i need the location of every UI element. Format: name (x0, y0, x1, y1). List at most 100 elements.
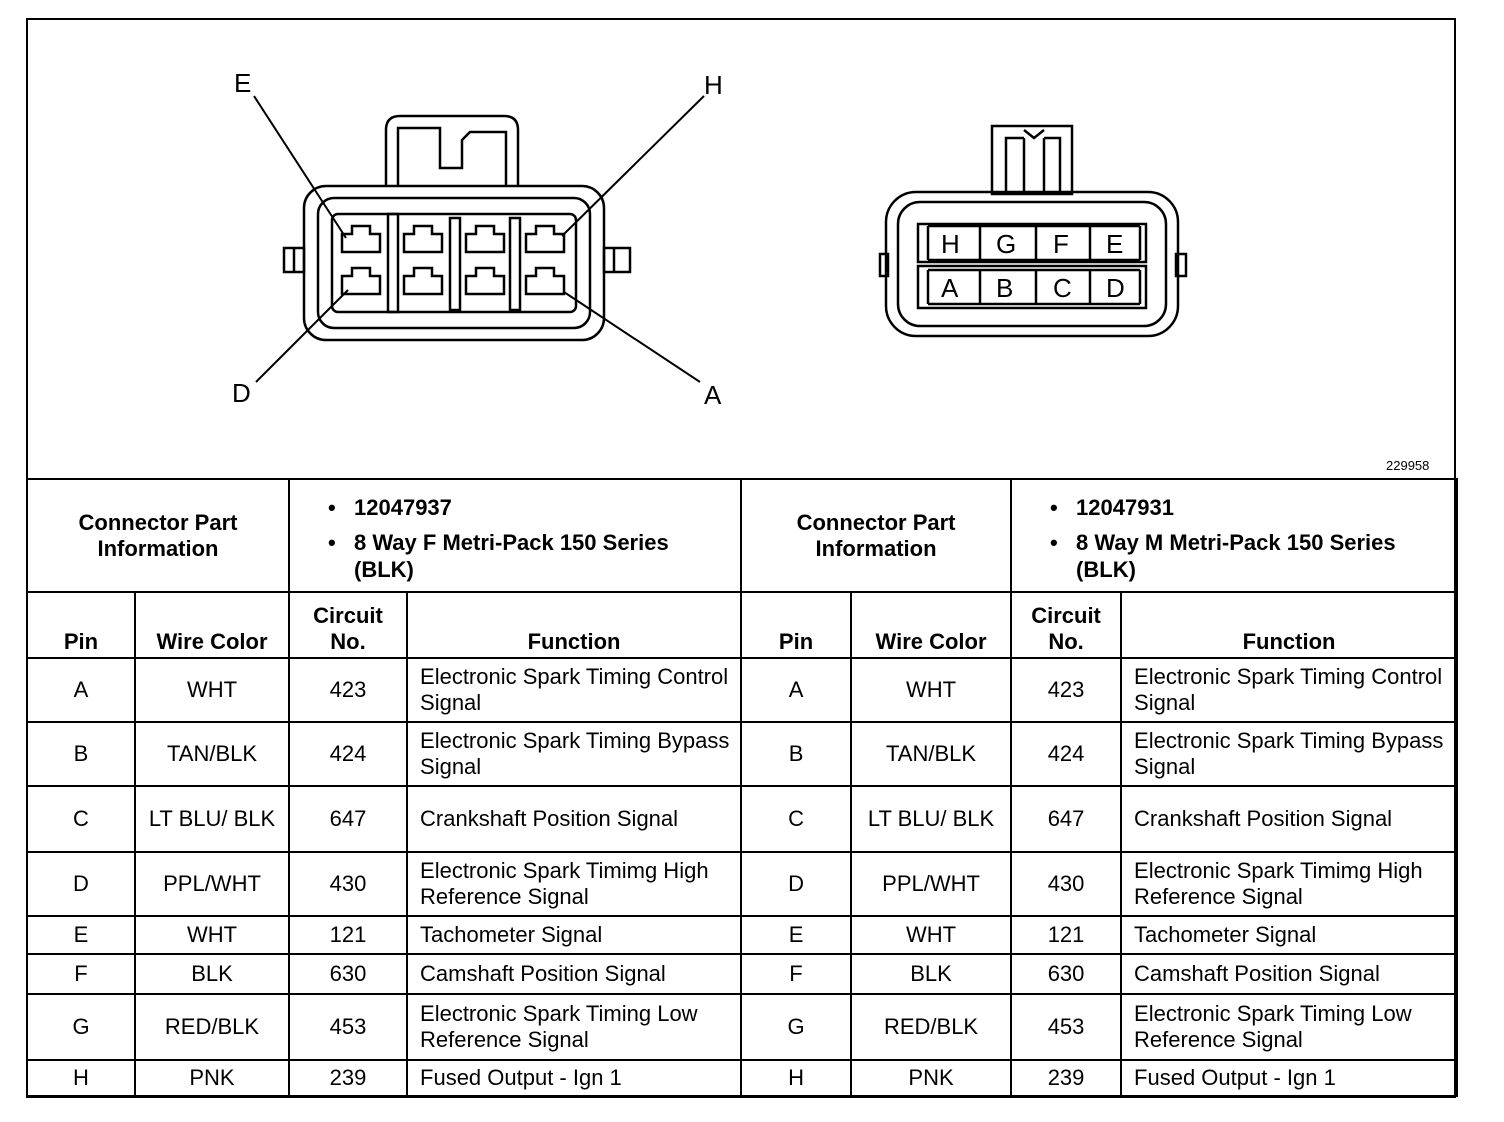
pin-cell: E (740, 915, 853, 955)
function-cell: Camshaft Position Signal (1120, 953, 1459, 995)
col-header-function-left: Function (406, 591, 743, 659)
wire-color-cell: WHT (850, 657, 1013, 723)
col-header-circuit-left: Circuit No. (288, 591, 409, 659)
male-slot-a: A (941, 273, 959, 303)
connector-info-left: •12047937 •8 Way F Metri-Pack 150 Series… (288, 478, 743, 593)
wire-color-cell: RED/BLK (133, 993, 291, 1061)
callout-e: E (234, 68, 251, 98)
circuit-cell: 430 (1010, 851, 1123, 917)
circuit-cell: 121 (288, 915, 409, 955)
connector-drawing: E H D A (0, 0, 1504, 480)
circuit-cell: 239 (288, 1059, 409, 1097)
wire-color-cell: RED/BLK (850, 993, 1013, 1061)
circuit-cell: 424 (288, 721, 409, 787)
function-cell: Electronic Spark Timing Control Signal (406, 657, 743, 723)
pin-cell: G (740, 993, 853, 1061)
wire-color-cell: BLK (133, 953, 291, 995)
figure-number: 229958 (1386, 458, 1429, 473)
wire-color-cell: WHT (850, 915, 1013, 955)
wire-color-cell: LT BLU/ BLK (133, 785, 291, 853)
circuit-cell: 424 (1010, 721, 1123, 787)
leader-lines (253, 95, 705, 383)
column-header-row: Pin Wire Color Circuit No. Function Pin … (26, 591, 1459, 659)
wire-color-cell: PNK (850, 1059, 1013, 1097)
wire-color-cell: LT BLU/ BLK (850, 785, 1013, 853)
function-cell: Fused Output - Ign 1 (406, 1059, 743, 1097)
male-slot-c: C (1053, 273, 1072, 303)
connector-description-right: •8 Way M Metri-Pack 150 Series (BLK) (1050, 530, 1396, 582)
wire-color-cell: WHT (133, 657, 291, 723)
female-connector (282, 114, 632, 342)
pin-cell: D (26, 851, 136, 917)
wire-color-cell: PNK (133, 1059, 291, 1097)
connector-part-number-right: •12047931 (1050, 495, 1174, 520)
callout-h: H (704, 70, 723, 100)
col-header-function-right: Function (1120, 591, 1459, 659)
circuit-cell: 453 (288, 993, 409, 1061)
col-header-pin-right: Pin (740, 591, 853, 659)
male-slot-g: G (996, 229, 1016, 259)
male-slot-f: F (1053, 229, 1069, 259)
male-slot-d: D (1106, 273, 1125, 303)
pin-cell: A (740, 657, 853, 723)
male-slot-e: E (1106, 229, 1123, 259)
wire-color-cell: PPL/WHT (133, 851, 291, 917)
circuit-cell: 453 (1010, 993, 1123, 1061)
function-cell: Electronic Spark Timing Bypass Signal (406, 721, 743, 787)
circuit-cell: 430 (288, 851, 409, 917)
function-cell: Fused Output - Ign 1 (1120, 1059, 1459, 1097)
function-cell: Electronic Spark Timing Low Reference Si… (406, 993, 743, 1061)
pin-cell: H (26, 1059, 136, 1097)
male-slot-b: B (996, 273, 1013, 303)
function-cell: Tachometer Signal (1120, 915, 1459, 955)
wire-color-cell: TAN/BLK (133, 721, 291, 787)
function-cell: Camshaft Position Signal (406, 953, 743, 995)
circuit-cell: 630 (1010, 953, 1123, 995)
pin-cell: H (740, 1059, 853, 1097)
pin-cell: B (740, 721, 853, 787)
pin-cell: G (26, 993, 136, 1061)
connector-info-label-left: Connector Part Information (25, 478, 291, 593)
callout-a: A (704, 380, 722, 410)
function-cell: Electronic Spark Timimg High Reference S… (406, 851, 743, 917)
pin-cell: F (740, 953, 853, 995)
circuit-cell: 121 (1010, 915, 1123, 955)
function-cell: Crankshaft Position Signal (406, 785, 743, 853)
function-cell: Tachometer Signal (406, 915, 743, 955)
male-slot-h: H (941, 229, 960, 259)
circuit-cell: 423 (288, 657, 409, 723)
function-cell: Electronic Spark Timing Control Signal (1120, 657, 1459, 723)
wire-color-cell: WHT (133, 915, 291, 955)
function-cell: Electronic Spark Timing Bypass Signal (1120, 721, 1459, 787)
male-slot-dividers (926, 224, 1142, 306)
circuit-cell: 647 (1010, 785, 1123, 853)
male-connector (878, 124, 1188, 338)
col-header-wire-left: Wire Color (133, 591, 291, 659)
circuit-cell: 647 (288, 785, 409, 853)
col-header-pin-left: Pin (26, 591, 136, 659)
connector-info-right: •12047931 •8 Way M Metri-Pack 150 Series… (1010, 478, 1459, 593)
connector-info-label-right: Connector Part Information (740, 478, 1013, 593)
connector-info-row: Connector Part Information •12047937 •8 … (25, 478, 1459, 593)
wire-color-cell: TAN/BLK (850, 721, 1013, 787)
col-header-wire-right: Wire Color (850, 591, 1013, 659)
connector-part-number-left: •12047937 (328, 495, 452, 520)
pin-cell: A (26, 657, 136, 723)
pin-cell: F (26, 953, 136, 995)
pinout-table: Connector Part Information •12047937 •8 … (25, 478, 1459, 1097)
circuit-cell: 423 (1010, 657, 1123, 723)
pin-cell: D (740, 851, 853, 917)
connector-svg: E H D A (232, 68, 1429, 473)
function-cell: Electronic Spark Timimg High Reference S… (1120, 851, 1459, 917)
pin-cell: E (26, 915, 136, 955)
callout-d: D (232, 378, 251, 408)
connector-description-left: •8 Way F Metri-Pack 150 Series (BLK) (328, 530, 669, 582)
